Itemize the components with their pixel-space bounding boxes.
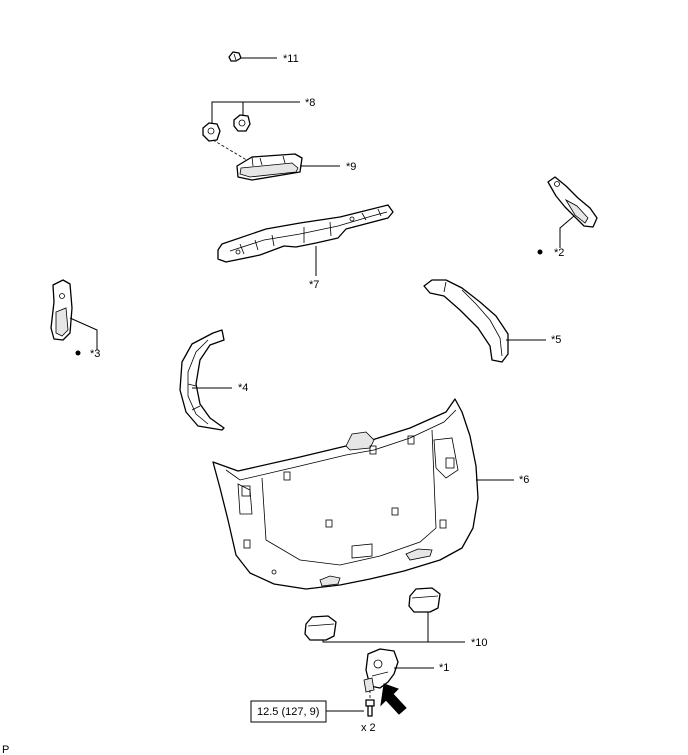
part-1-latch: [363, 648, 434, 693]
callout-5: *5: [551, 334, 561, 346]
part-6-back-door-trim-panel: [212, 398, 514, 590]
part-10-stoppers: [304, 587, 465, 643]
bolt-icon: [365, 690, 375, 717]
part-7-upper-trim: [217, 204, 394, 276]
torque-value: 12.5 (127, 9): [257, 706, 319, 718]
callout-4: *4: [238, 382, 248, 394]
callout-6: *6: [519, 474, 529, 486]
bullet-icon: [75, 350, 81, 356]
callout-9: *9: [346, 161, 356, 173]
torque-spec-box: [250, 700, 364, 723]
callout-7: *7: [309, 279, 319, 291]
part-11-clip: [228, 51, 277, 62]
bullet-icon: [537, 249, 543, 255]
callout-11: *11: [283, 53, 299, 65]
part-2-side-trim: [547, 176, 598, 248]
callout-10: *10: [471, 637, 488, 649]
callout-2: *2: [554, 247, 564, 259]
callout-8: *8: [305, 97, 315, 109]
corner-label: P: [2, 744, 9, 755]
callout-3: *3: [90, 348, 100, 360]
part-8-clips: [202, 101, 300, 163]
callout-1: *1: [439, 662, 449, 674]
quantity-label: x 2: [361, 722, 376, 734]
part-9-cover: [236, 153, 340, 181]
part-3-side-trim: [50, 279, 98, 350]
part-4-left-trim: [179, 329, 232, 431]
part-5-right-trim: [423, 279, 546, 363]
arrow-icon: [380, 683, 407, 715]
